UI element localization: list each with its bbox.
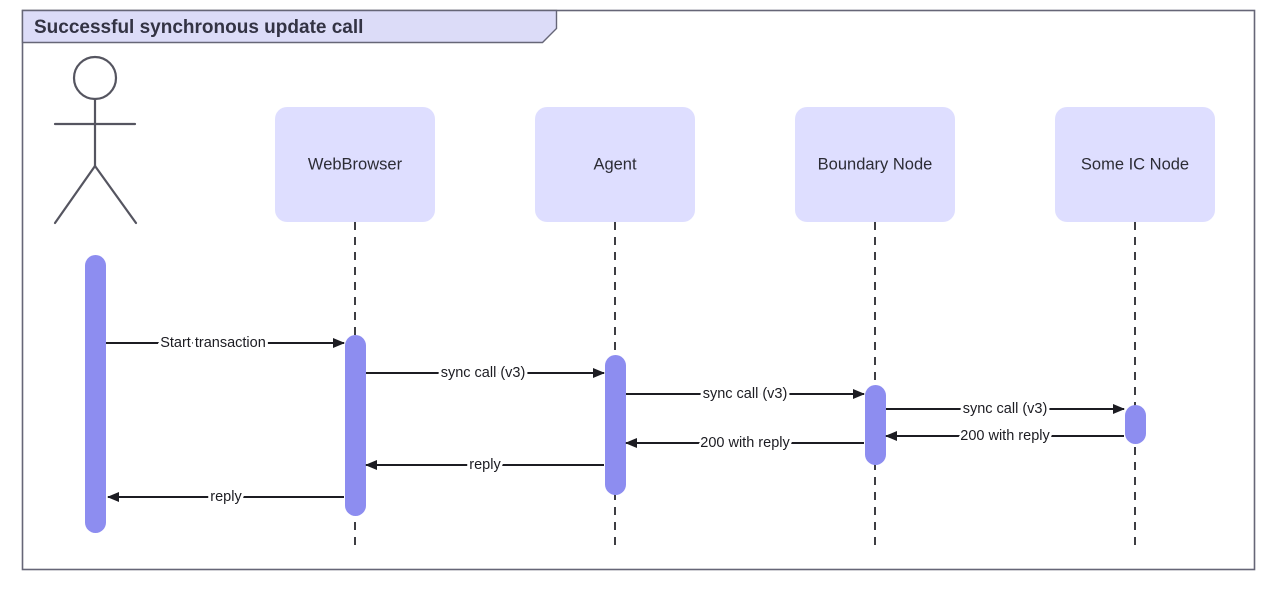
message-label-sync-call-3: sync call (v3): [963, 401, 1048, 417]
message-label-bg: 200 with reply: [700, 435, 790, 451]
participant-label: Agent: [593, 155, 637, 173]
message-label-bg: sync call (v3): [441, 365, 526, 381]
actor-stick-figure: [53, 55, 138, 225]
message-label-bg: reply: [469, 457, 501, 473]
activation-bar-boundary-node[interactable]: [865, 385, 886, 465]
message-label-200-with-reply-2: 200 with reply: [700, 435, 790, 451]
message-label-sync-call-2: sync call (v3): [703, 386, 788, 402]
message-label-bg: 200 with reply: [960, 428, 1050, 444]
message-label-sync-call-1: sync call (v3): [441, 365, 526, 381]
activation-bar-some-ic-node[interactable]: [1125, 405, 1146, 444]
message-label-bg: reply: [210, 489, 242, 505]
message-label-reply-1: reply: [469, 457, 501, 473]
activation-bar-actor[interactable]: [85, 255, 106, 533]
participant-box[interactable]: [275, 107, 435, 222]
message-label-200-with-reply-1: 200 with reply: [960, 428, 1050, 444]
participant-label: WebBrowser: [308, 155, 403, 173]
message-label-start-transaction: Start transaction: [160, 335, 266, 351]
participant-box[interactable]: [535, 107, 695, 222]
actor-left-leg-line: [53, 164, 97, 225]
frame-title-banner: [21, 9, 558, 44]
activation-bar-agent[interactable]: [605, 355, 626, 495]
message-label-reply-2: reply: [210, 489, 242, 505]
message-label-bg: Start transaction: [160, 335, 266, 351]
participant-box[interactable]: [1055, 107, 1215, 222]
participant-boundary-node[interactable]: Boundary Node: [795, 107, 955, 222]
participant-label: Some IC Node: [1081, 155, 1189, 173]
message-label-bg: sync call (v3): [963, 401, 1048, 417]
diagram-frame-border: [21, 9, 1256, 571]
participant-webbrowser[interactable]: WebBrowser: [275, 107, 435, 222]
participant-label: Boundary Node: [818, 155, 933, 173]
participant-some-ic-node[interactable]: Some IC Node: [1055, 107, 1215, 222]
actor-right-leg-line: [93, 164, 138, 225]
message-label-bg: sync call (v3): [703, 386, 788, 402]
participant-box[interactable]: [795, 107, 955, 222]
activation-bar-webbrowser[interactable]: [345, 335, 366, 516]
frame-title-text: Successful synchronous update call: [34, 17, 363, 38]
participant-agent[interactable]: Agent: [535, 107, 695, 222]
